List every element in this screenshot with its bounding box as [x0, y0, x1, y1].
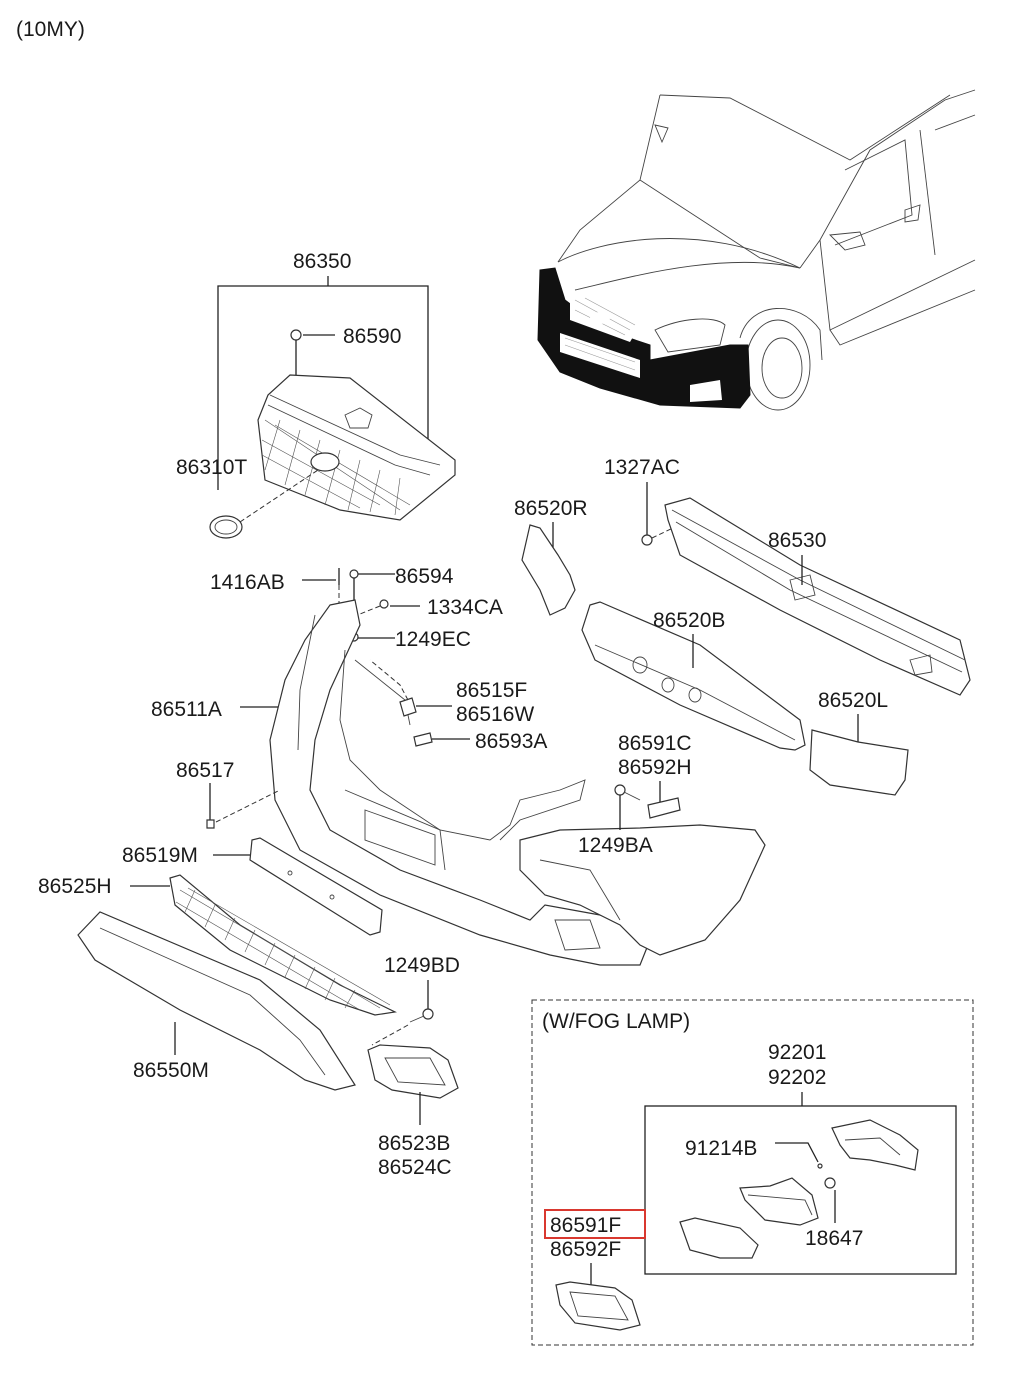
part-label-86520L[interactable]: 86520L: [818, 689, 888, 712]
highlight-box: [544, 1209, 646, 1239]
part-label-91214B[interactable]: 91214B: [685, 1137, 757, 1160]
part-label-86591C[interactable]: 86591C: [618, 732, 692, 755]
part-label-86519M[interactable]: 86519M: [122, 844, 198, 867]
part-label-1416AB[interactable]: 1416AB: [210, 571, 285, 594]
part-label-86516W[interactable]: 86516W: [456, 703, 534, 726]
part-label-92202[interactable]: 92202: [768, 1066, 826, 1089]
vehicle-illustration: [537, 89, 976, 411]
part-label-86593A[interactable]: 86593A: [475, 730, 547, 753]
part-label-86310T[interactable]: 86310T: [176, 456, 247, 479]
part-label-86524C[interactable]: 86524C: [378, 1156, 452, 1179]
part-label-86594[interactable]: 86594: [395, 565, 454, 588]
part-label-86592H[interactable]: 86592H: [618, 756, 692, 779]
part-label-18647[interactable]: 18647: [805, 1227, 863, 1250]
part-label-1249BD[interactable]: 1249BD: [384, 954, 460, 977]
bumper-cover-group: 1416AB 86594 1334CA 1249EC 86511A 86515F: [151, 565, 766, 966]
part-label-86520B[interactable]: 86520B: [653, 609, 725, 632]
fog-lamp-group-title: (W/FOG LAMP): [542, 1010, 690, 1033]
part-label-86525H[interactable]: 86525H: [38, 875, 112, 898]
part-label-86592F[interactable]: 86592F: [550, 1238, 621, 1261]
grille-assembly-group: 86350 86590 86310T: [176, 250, 456, 539]
part-label-86530[interactable]: 86530: [768, 529, 826, 552]
part-label-1334CA[interactable]: 1334CA: [427, 596, 503, 619]
model-year-label: (10MY): [16, 18, 85, 41]
part-label-86511A[interactable]: 86511A: [151, 698, 222, 721]
part-label-1249BA[interactable]: 1249BA: [578, 834, 653, 857]
reinforcement-group: 1327AC 86520R 86530 86520B 86520L: [514, 456, 971, 796]
part-label-86517[interactable]: 86517: [176, 759, 234, 782]
part-label-86590[interactable]: 86590: [343, 325, 401, 348]
part-label-86350[interactable]: 86350: [293, 250, 351, 273]
part-label-1327AC[interactable]: 1327AC: [604, 456, 680, 479]
lower-parts-group: 86519M 86525H 86550M 1249BD 86523B 86524…: [38, 837, 460, 1179]
part-label-86523B[interactable]: 86523B: [378, 1132, 450, 1155]
part-label-92201[interactable]: 92201: [768, 1041, 826, 1064]
part-label-86591F[interactable]: 86591F: [550, 1214, 621, 1237]
part-label-86520R[interactable]: 86520R: [514, 497, 588, 520]
part-label-86550M[interactable]: 86550M: [133, 1059, 209, 1082]
part-label-86515F[interactable]: 86515F: [456, 679, 527, 702]
part-label-1249EC[interactable]: 1249EC: [395, 628, 471, 651]
fog-lamp-group: (W/FOG LAMP) 92201 92202 91214B 18647 86…: [531, 999, 974, 1346]
